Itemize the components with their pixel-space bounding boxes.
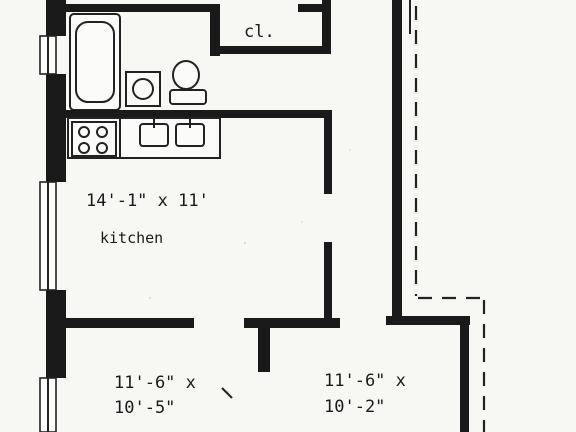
- room-left-dim-line2: 10'-5": [114, 398, 175, 418]
- room-right-dim-line2: 10'-2": [324, 397, 385, 417]
- bathroom-walls: [62, 0, 331, 56]
- closet-label: cl.: [244, 22, 275, 42]
- washer: [125, 71, 161, 107]
- stove-icon: [71, 121, 117, 157]
- paper-specks: [149, 149, 351, 394]
- exterior-left-wall: [46, 0, 66, 378]
- window-top: [39, 35, 57, 75]
- dashed-outline: [414, 6, 486, 432]
- lower-partition-walls: [62, 316, 470, 432]
- double-sink-icon: [139, 118, 205, 147]
- room-right-dim-line1: 11'-6" x: [324, 371, 406, 391]
- bathtub: [69, 13, 121, 111]
- window-bottom: [39, 377, 57, 432]
- right-corridor-wall: [392, 0, 411, 320]
- kitchen-partition-wall: [62, 110, 332, 318]
- room-left-dim-line1: 11'-6" x: [114, 373, 196, 393]
- small-tick-mark: [221, 387, 233, 399]
- kitchen-label: kitchen: [100, 229, 163, 247]
- toilet-icon: [169, 60, 207, 105]
- kitchen-dimensions: 14'-1" x 11': [86, 191, 209, 211]
- window-kitchen: [39, 181, 57, 291]
